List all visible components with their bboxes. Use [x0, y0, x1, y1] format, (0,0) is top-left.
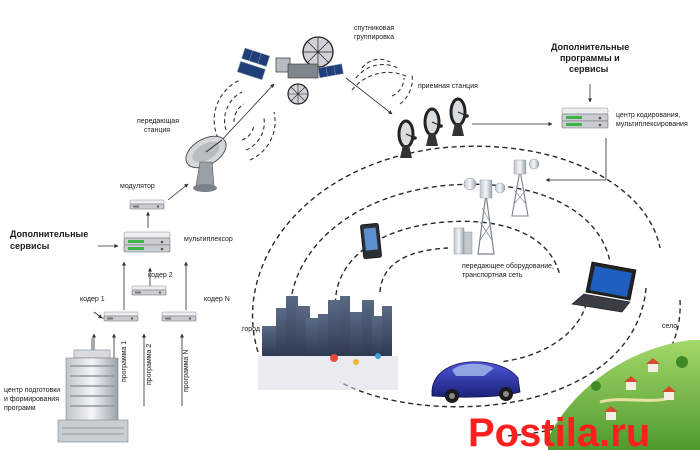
watermark: Postila.ru — [468, 411, 650, 450]
car-icon — [431, 361, 521, 403]
receive-station-label: приемная станция — [418, 83, 478, 90]
transmit-equipment-label-1: передающее оборудование, — [462, 262, 554, 270]
multiplexer-label: мультиплексор — [184, 236, 233, 243]
modulator-label: модулятор — [120, 183, 155, 190]
transmitter-tower-icon — [463, 158, 540, 255]
extra-services-label-1: Дополнительные — [10, 229, 88, 239]
transmit-station-label-1: передающая — [137, 118, 179, 125]
coding-center-rack-icon — [561, 107, 609, 129]
server-cabinet-icon — [453, 227, 473, 255]
coder1-label: кодер 1 — [80, 296, 105, 303]
program-center-building-icon — [57, 338, 129, 443]
coding-center-label-1: центр кодирования, — [616, 112, 680, 119]
prep-center-label-2: и формирования — [4, 396, 59, 403]
satellite-group-label-2: группировка — [354, 34, 394, 41]
receiving-station-icon — [397, 97, 471, 160]
village-label: село — [662, 323, 677, 330]
coder2-icon — [131, 285, 167, 296]
program2-label: программа 2 — [146, 344, 153, 385]
extra-programs-label-3: сервисы — [569, 64, 609, 74]
transmitting-dish-icon — [185, 135, 227, 192]
satellite-icon — [236, 36, 344, 105]
village-icon — [548, 340, 700, 450]
coding-center-label-2: мультиплексирования — [616, 121, 688, 128]
coderN-icon — [161, 311, 197, 322]
extra-programs-label-2: программы и — [560, 53, 620, 63]
transmit-station-label-2: станция — [144, 127, 170, 134]
program1-label: программа 1 — [121, 341, 128, 382]
prep-center-label-1: центр подготовки — [4, 387, 60, 394]
transmit-equipment-label-2: транспортная сеть — [462, 272, 523, 279]
pda-device-icon — [360, 222, 382, 260]
extra-services-label-2: сервисы — [10, 241, 50, 251]
prep-center-label-3: программ — [4, 405, 36, 412]
signal-waves — [213, 58, 413, 161]
multiplexer-icon — [123, 231, 171, 253]
city-icon — [258, 296, 398, 390]
extra-programs-label-1: Дополнительные — [551, 42, 629, 52]
coder1-icon — [103, 311, 139, 322]
programN-label: программа N — [183, 350, 190, 392]
satellite-group-label-1: спутниковая — [354, 25, 394, 32]
coderN-label: кодер N — [204, 296, 230, 303]
laptop-icon — [571, 261, 637, 313]
city-label: город — [242, 326, 260, 333]
coder2-label: кодер 2 — [148, 272, 173, 279]
modulator-icon — [129, 199, 165, 210]
